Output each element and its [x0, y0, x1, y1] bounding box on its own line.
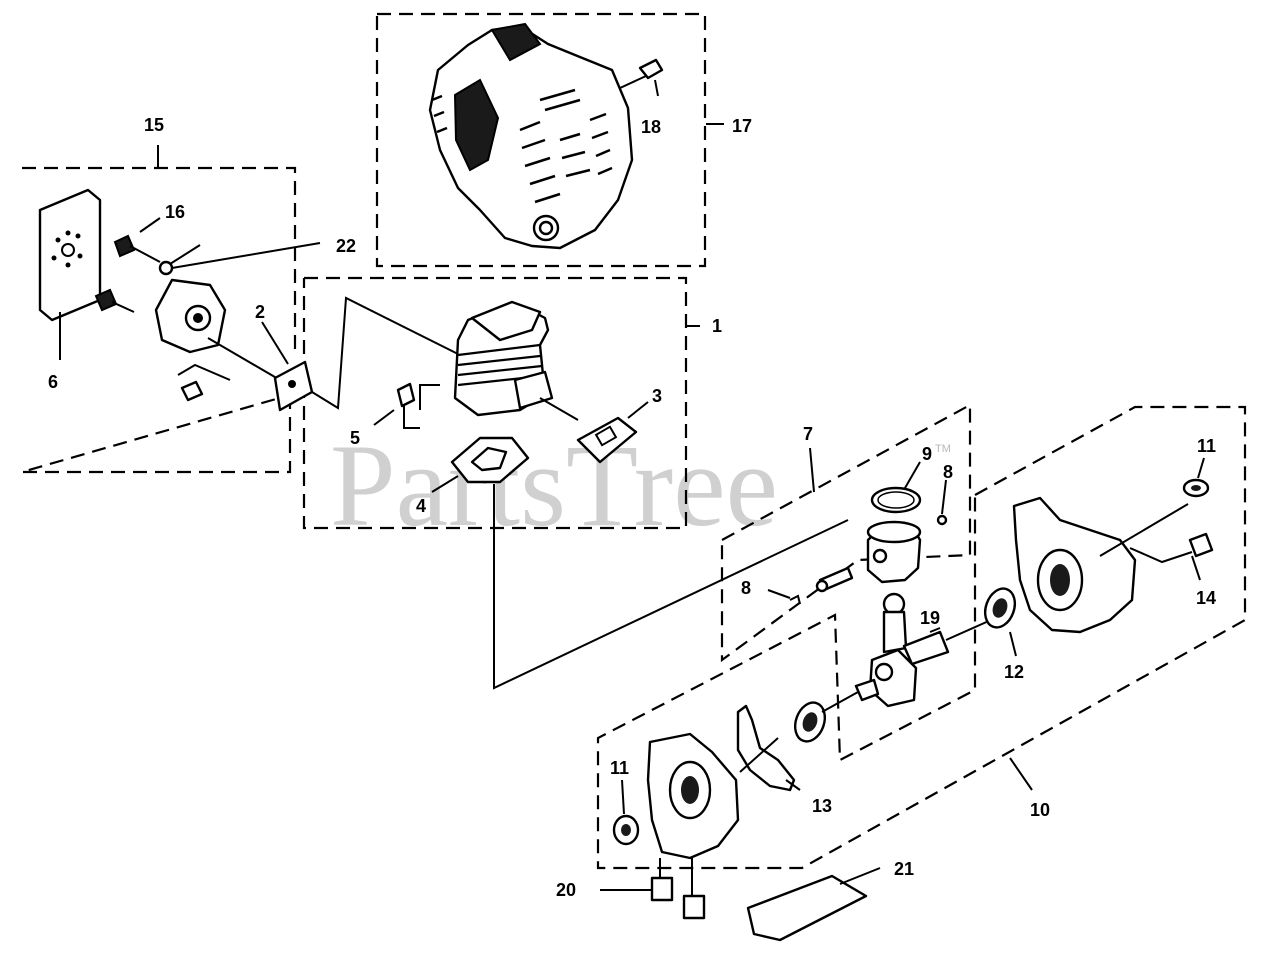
- group-boundary-10: [596, 405, 1247, 870]
- group-boundary-15: [21, 166, 297, 474]
- watermark: PartsTree: [330, 420, 778, 551]
- leader-7: [809, 447, 815, 493]
- base-gasket-part: [431, 436, 849, 690]
- cylinder-bolt-part: [373, 382, 420, 429]
- carburetor-part: [154, 278, 281, 402]
- piston-ring-part: [870, 461, 922, 514]
- exhaust-gasket-part: [539, 397, 649, 464]
- intake-gasket-part: [261, 296, 461, 412]
- cylinder-part: [419, 300, 554, 417]
- callout-14: 14: [1196, 588, 1216, 608]
- damper-parts: [600, 858, 706, 920]
- seal-left-part: [612, 779, 640, 846]
- piston-pin-part: [815, 566, 854, 593]
- bearing-left-part: [793, 691, 859, 743]
- pin-clip-parts: [767, 479, 948, 605]
- seal-right-part: [1182, 457, 1210, 498]
- callout-2: 2: [255, 302, 265, 322]
- gasket-plate-part: [38, 188, 102, 360]
- callout-20: 20: [556, 880, 576, 900]
- crankcase-bolt-part: [1188, 532, 1214, 581]
- callout-labels: 1 2 3 4 5 6 7 8 8 9 10 11 11 12 13 14 15…: [48, 115, 1216, 900]
- callout-19: 19: [920, 608, 940, 628]
- crankcase-left-part: [646, 732, 740, 860]
- callout-16: 16: [165, 202, 185, 222]
- callout-5: 5: [350, 428, 360, 448]
- engine-cover-part: [428, 22, 634, 250]
- callout-12: 12: [1004, 662, 1024, 682]
- cover-screw-part: [619, 58, 664, 97]
- piston-part: [866, 520, 922, 584]
- callout-11-left: 11: [610, 758, 629, 778]
- callout-6: 6: [48, 372, 58, 392]
- callout-13: 13: [812, 796, 832, 816]
- callout-4: 4: [416, 496, 426, 516]
- callout-7: 7: [803, 424, 813, 444]
- leader-10: [1009, 757, 1033, 791]
- crankcase-right-part: [1012, 496, 1193, 634]
- group-boundary-17: [375, 12, 707, 268]
- callout-22: 22: [336, 236, 356, 256]
- callout-18: 18: [641, 117, 661, 137]
- callout-21: 21: [894, 859, 914, 879]
- carb-screws-part: [94, 217, 321, 313]
- callout-9: 9: [922, 444, 932, 464]
- callout-15: 15: [144, 115, 164, 135]
- bearing-right-part: [983, 587, 1017, 657]
- watermark-trademark: TM: [935, 443, 951, 455]
- callout-10: 10: [1030, 800, 1050, 820]
- crankshaft-part: [854, 592, 1001, 708]
- group-boundary-1: [302, 276, 688, 530]
- callout-17: 17: [732, 116, 752, 136]
- callout-11-right: 11: [1197, 436, 1216, 456]
- cover-plate-part: [746, 867, 881, 942]
- callout-8-right: 8: [943, 462, 953, 482]
- callout-8-left: 8: [741, 578, 751, 598]
- crankcase-gasket-part: [736, 704, 801, 792]
- callout-1: 1: [712, 316, 722, 336]
- callout-3: 3: [652, 386, 662, 406]
